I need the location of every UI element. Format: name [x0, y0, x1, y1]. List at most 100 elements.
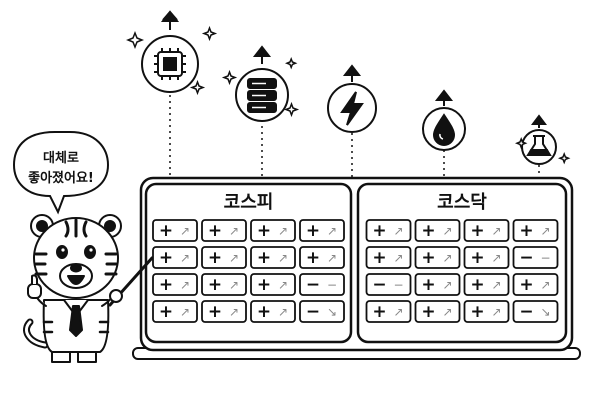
trend-arrow: ↗ [540, 224, 550, 238]
indicator-cell: −↘ [299, 300, 345, 323]
indicator-cell: +↗ [463, 273, 510, 296]
flask-icon [521, 114, 557, 165]
indicator-cell: +↗ [414, 246, 461, 269]
indicator-cell: +↗ [250, 219, 296, 242]
change-sign: + [470, 248, 484, 268]
change-sign: + [257, 302, 271, 322]
indicator-cell: +↗ [414, 273, 461, 296]
trend-arrow: ↗ [180, 305, 190, 319]
trend-arrow: ↗ [229, 224, 239, 238]
change-sign: − [372, 275, 386, 295]
oil-drop-icon [422, 89, 466, 151]
trend-arrow: ↗ [229, 278, 239, 292]
indicator-cell: +↗ [365, 300, 412, 323]
change-sign: − [306, 275, 320, 295]
indicator-cell: −− [299, 273, 345, 296]
trend-arrow: ↗ [278, 251, 288, 265]
indicator-cell: −− [512, 246, 559, 269]
trend-arrow: ↗ [180, 251, 190, 265]
market-panel: 코스닥+↗+↗+↗+↗+↗+↗+↗−−−−+↗+↗+↗+↗+↗+↗−↘ [356, 182, 568, 344]
indicator-cell: +↗ [250, 246, 296, 269]
indicator-cell: +↗ [512, 273, 559, 296]
indicator-cell: +↗ [463, 219, 510, 242]
indicator-cell: +↗ [299, 246, 345, 269]
trend-arrow: − [393, 278, 403, 292]
trend-arrow: ↘ [540, 305, 550, 319]
change-sign: + [519, 275, 533, 295]
change-sign: − [306, 302, 320, 322]
speech-bubble-line1: 대체로 [43, 151, 79, 166]
change-sign: + [470, 302, 484, 322]
speech-bubble: 대체로 좋아졌어요! [12, 131, 110, 215]
change-sign: + [159, 248, 173, 268]
speech-bubble-line2: 좋아졌어요! [28, 170, 94, 186]
trend-arrow: ↗ [180, 278, 190, 292]
indicator-cell: +↗ [152, 219, 198, 242]
trend-arrow: ↗ [491, 305, 501, 319]
change-sign: + [159, 302, 173, 322]
change-sign: − [519, 302, 533, 322]
trend-arrow: ↗ [393, 305, 403, 319]
trend-arrow: ↗ [393, 224, 403, 238]
change-sign: + [421, 302, 435, 322]
indicator-cell: +↗ [152, 273, 198, 296]
trend-arrow: ↗ [278, 224, 288, 238]
change-sign: + [421, 248, 435, 268]
change-sign: + [421, 221, 435, 241]
change-sign: + [519, 221, 533, 241]
indicator-cell: +↗ [299, 219, 345, 242]
indicator-cell: +↗ [250, 300, 296, 323]
trend-arrow: ↗ [442, 305, 452, 319]
change-sign: + [208, 302, 222, 322]
indicator-cell: +↗ [250, 273, 296, 296]
indicator-cell: +↗ [512, 219, 559, 242]
sparkle-decorations [125, 25, 571, 165]
panel-title: 코스닥 [437, 192, 487, 213]
market-board: 코스피+↗+↗+↗+↗+↗+↗+↗+↗+↗+↗+↗−−+↗+↗+↗−↘코스닥+↗… [132, 176, 581, 360]
indicator-cell: −↘ [512, 300, 559, 323]
trend-arrow: ↘ [327, 305, 337, 319]
trend-arrow: ↗ [491, 224, 501, 238]
indicator-cell: +↗ [201, 273, 247, 296]
trend-arrow: ↗ [491, 251, 501, 265]
indicator-cell: +↗ [365, 246, 412, 269]
trend-arrow: ↗ [278, 278, 288, 292]
trend-arrow: − [327, 278, 337, 292]
change-sign: + [257, 248, 271, 268]
lightning-icon [327, 64, 377, 133]
tiger-mascot [23, 214, 154, 363]
indicator-cell: +↗ [201, 219, 247, 242]
trend-arrow: ↗ [442, 224, 452, 238]
trend-arrow: ↗ [229, 305, 239, 319]
indicator-cell: +↗ [152, 300, 198, 323]
change-sign: + [159, 275, 173, 295]
trend-arrow: ↗ [180, 224, 190, 238]
change-sign: + [257, 275, 271, 295]
change-sign: + [421, 275, 435, 295]
indicator-cell: +↗ [201, 300, 247, 323]
indicator-cell: +↗ [152, 246, 198, 269]
change-sign: + [306, 221, 320, 241]
dotted-connectors [169, 95, 540, 178]
indicator-cell: +↗ [414, 300, 461, 323]
trend-arrow: ↗ [278, 305, 288, 319]
indicator-cell: +↗ [463, 246, 510, 269]
indicator-cell: +↗ [414, 219, 461, 242]
indicator-cell: +↗ [201, 246, 247, 269]
trend-arrow: ↗ [229, 251, 239, 265]
indicator-cell: −− [365, 273, 412, 296]
trend-arrow: ↗ [327, 251, 337, 265]
indicator-cell: +↗ [463, 300, 510, 323]
chip-icon [141, 10, 199, 93]
market-panel: 코스피+↗+↗+↗+↗+↗+↗+↗+↗+↗+↗+↗−−+↗+↗+↗−↘ [144, 182, 353, 344]
server-icon [235, 45, 289, 122]
change-sign: − [519, 248, 533, 268]
trend-arrow: ↗ [491, 278, 501, 292]
change-sign: + [257, 221, 271, 241]
indicator-cell: +↗ [365, 219, 412, 242]
sector-icon-group [125, 10, 571, 178]
change-sign: + [306, 248, 320, 268]
change-sign: + [470, 221, 484, 241]
change-sign: + [372, 221, 386, 241]
